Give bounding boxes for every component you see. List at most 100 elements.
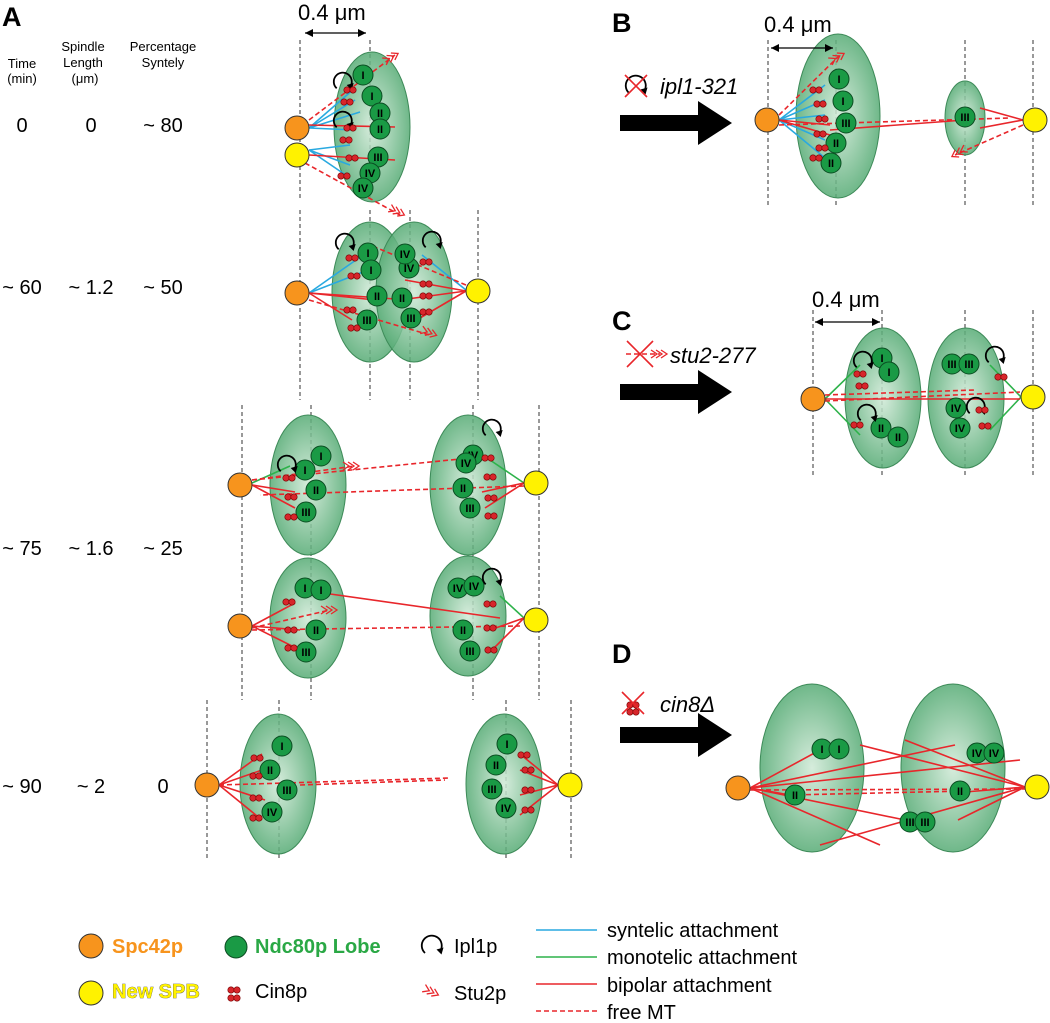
ipl1p-arc: [965, 396, 986, 414]
kinetochore-circle: [949, 780, 971, 802]
kinetochore: IV: [352, 177, 374, 199]
kinetochore-label: I: [369, 265, 372, 277]
kinetochore-circle: [870, 417, 892, 439]
cin8p-motor: [975, 406, 989, 414]
cin8p-head: [815, 144, 823, 152]
kinetochore-circle: [485, 754, 507, 776]
cin8p-motor: [343, 124, 357, 132]
kinetochore-label: IV: [400, 249, 411, 261]
kinetochore-label: I: [820, 744, 823, 756]
cin8p-motor: [284, 513, 298, 521]
kinetochore: II: [305, 479, 327, 501]
cin8p-head: [419, 258, 427, 266]
free-mt: [304, 162, 401, 216]
kinetochore-label: I: [841, 96, 844, 108]
cin8p-motor: [809, 86, 823, 94]
cin8p-head: [850, 421, 858, 429]
cin8p-motor: [484, 494, 498, 502]
cin8p-motor: [282, 598, 296, 606]
cin8p-motor: [419, 258, 433, 266]
kinetochore-label: IV: [501, 803, 512, 815]
kinetochore-label: IV: [951, 403, 962, 415]
cin8p-head: [521, 806, 529, 814]
header-spindle-line2: Length: [63, 55, 103, 70]
stu2p-chevrons: [828, 52, 846, 66]
kinetochore-circle: [455, 452, 477, 474]
cin8p-motor: [484, 512, 498, 520]
ipl1p-arc: [332, 110, 353, 128]
cin8p-head: [282, 598, 290, 606]
ipl1p-icon: [420, 934, 444, 955]
cin8p-head: [255, 772, 263, 780]
cin8p-motor: [483, 473, 497, 481]
header-syntely-line2: Syntely: [142, 55, 185, 70]
kinetochore-circle: [310, 579, 332, 601]
kinetochore-label: III: [920, 817, 929, 829]
kinetochore-label: I: [505, 739, 508, 751]
kinetochore-circle: [310, 445, 332, 467]
new-spb: [523, 607, 549, 633]
header-spindle-length: Spindle Length (μm): [61, 39, 104, 86]
kinetochore-label: I: [837, 744, 840, 756]
cin8p-motor: [521, 786, 535, 794]
kinetochore-circle: [369, 118, 391, 140]
cin8p-head: [345, 136, 353, 144]
bipolar-mt: [218, 769, 263, 786]
monotelic-mt: [489, 459, 525, 484]
legend-bipolar-label: bipolar attachment: [607, 975, 772, 997]
legend-free-mt-label: free MT: [607, 1002, 676, 1023]
kinetochore: I: [361, 85, 383, 107]
monotelic-mt: [251, 465, 291, 484]
cin8p-head: [346, 98, 354, 106]
kinetochore: III: [295, 501, 317, 523]
row-0-syntely: ~ 80: [143, 115, 182, 137]
cin8p-head: [809, 154, 817, 162]
row-2-time: ~ 75: [2, 538, 41, 560]
monotelic-mt: [824, 364, 861, 400]
bipolar-mt: [489, 617, 525, 653]
kinetochore: III: [295, 641, 317, 663]
cin8p-head: [255, 814, 263, 822]
kinetochore-circle: [356, 309, 378, 331]
ipl1p-arrowhead: [870, 415, 878, 423]
bipolar-mt: [957, 786, 1026, 821]
kinetochore-circle: [463, 575, 485, 597]
kinetochore-label: IV: [404, 263, 415, 275]
mutant-label-cin8: cin8Δ: [660, 692, 715, 717]
mutant-arrow-icon: [620, 101, 732, 145]
kinetochore-circle: [878, 361, 900, 383]
kinetochore-label: IV: [453, 583, 464, 595]
spc42p-spb: [227, 613, 253, 639]
kinetochore-label: I: [887, 367, 890, 379]
cin8p-head: [425, 308, 433, 316]
free-mt: [789, 790, 966, 796]
cin8p-motor: [978, 422, 992, 430]
scale-arrow: [815, 318, 880, 326]
cin8p-head: [339, 136, 347, 144]
kinetochore-circle: [914, 811, 936, 833]
cin8p-head: [483, 624, 491, 632]
stu2p-icon: [828, 52, 846, 66]
cin8p-motor: [481, 454, 495, 462]
bipolar-mt: [251, 602, 296, 627]
stu2p-icon: [950, 144, 968, 158]
kinetochore-label: II: [460, 625, 466, 637]
monotelic-mt: [989, 364, 1022, 398]
stu2p-chevrons: [650, 349, 669, 359]
cin8p-motor: [813, 100, 827, 108]
bipolar-mt: [979, 119, 1024, 129]
kinetochore-circle: [400, 307, 422, 329]
cin8p-head: [288, 474, 296, 482]
kinetochore: I: [811, 738, 833, 760]
kinetochore-circle: [360, 259, 382, 281]
legend-syntelic-label: syntelic attachment: [607, 920, 779, 942]
monotelic-mt: [989, 396, 1022, 431]
stu2p-icon: [320, 605, 339, 615]
cin8p-motor: [419, 308, 433, 316]
syntelic-mt: [308, 149, 351, 166]
free-mt: [824, 391, 1021, 402]
kinetochore: II: [949, 780, 971, 802]
cin8p-head: [626, 708, 634, 716]
bipolar-mt: [519, 753, 559, 786]
